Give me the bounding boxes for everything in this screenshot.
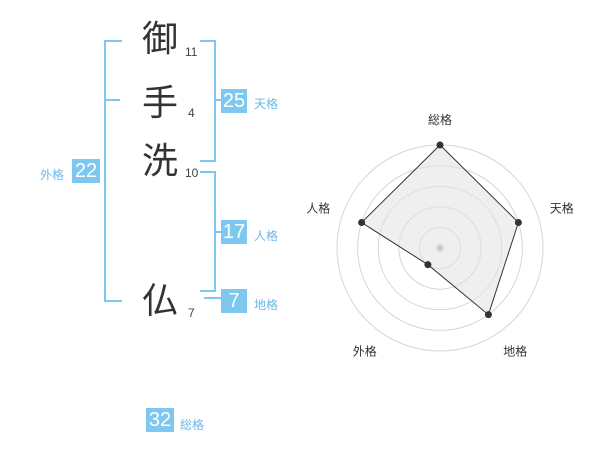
stroke-count-1: 11: [185, 45, 198, 59]
radar-point-1: [514, 219, 522, 227]
chikaku-label: 地格: [254, 298, 279, 312]
name-char-2: 手: [142, 83, 179, 124]
stroke-count-2: 4: [188, 106, 195, 120]
radar-area: [360, 144, 519, 316]
radar-point-0: [436, 141, 444, 149]
radar-points: [358, 141, 522, 319]
radar-point-4: [358, 219, 366, 227]
radar-point-2: [484, 311, 492, 319]
soukaku-value: 32: [146, 408, 174, 432]
chikaku-value: 7: [221, 289, 247, 313]
soukaku-label: 総格: [180, 418, 205, 432]
radar-axis-label-0: 総格: [428, 112, 452, 127]
jinkaku-label: 人格: [254, 229, 279, 243]
gaikaku-bracket-tick: [104, 99, 120, 101]
jinkaku-bracket-tick: [216, 231, 222, 233]
jinkaku-bracket: [200, 171, 216, 292]
gaikaku-bracket: [104, 40, 122, 302]
radar-center-dot: [436, 244, 444, 252]
stroke-count-4: 7: [188, 306, 195, 320]
radar-axis-label-2: 地格: [503, 344, 527, 359]
radar-axis-label-3: 外格: [353, 344, 377, 359]
jinkaku-value: 17: [221, 220, 247, 244]
radar-axis-label-1: 天格: [550, 200, 574, 215]
tenkaku-value: 25: [221, 89, 247, 113]
name-char-4: 仏: [142, 281, 179, 322]
tenkaku-label: 天格: [254, 97, 279, 111]
name-char-1: 御: [142, 19, 179, 60]
stroke-count-3: 10: [185, 166, 199, 180]
gaikaku-value: 22: [72, 159, 100, 183]
name-char-3: 洗: [142, 141, 179, 182]
tenkaku-bracket-tick: [216, 99, 222, 101]
gaikaku-label: 外格: [40, 168, 65, 182]
radar-axis-label-4: 人格: [306, 200, 330, 215]
radar-point-3: [424, 261, 432, 269]
chikaku-bracket: [204, 297, 222, 299]
tenkaku-bracket: [200, 40, 216, 162]
